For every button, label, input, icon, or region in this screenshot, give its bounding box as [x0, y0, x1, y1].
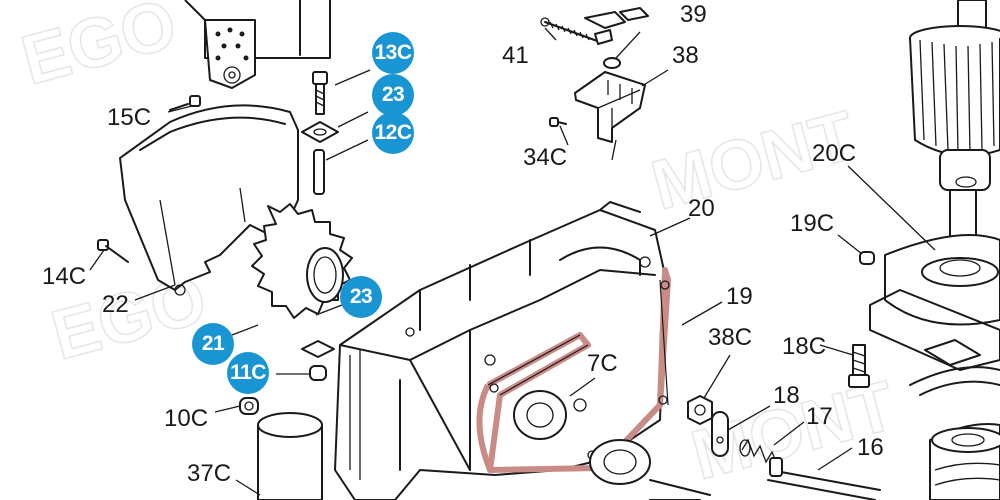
- screw-15c: [169, 95, 201, 111]
- label-18: 18: [773, 382, 800, 409]
- callout-13c: 13C: [372, 32, 414, 74]
- nut-10c: [239, 397, 259, 415]
- nut-11c: [309, 365, 327, 381]
- shaft-16: [767, 457, 881, 500]
- screw-13c: [312, 71, 328, 115]
- gasket-19: [476, 267, 671, 473]
- pin-18: [711, 411, 729, 457]
- screw-14c: [97, 239, 129, 263]
- label-16: 16: [857, 434, 884, 461]
- label-17: 17: [806, 403, 833, 430]
- label-19: 19: [726, 283, 753, 310]
- label-38: 38: [672, 42, 699, 69]
- clip-parts-top: [584, 7, 649, 45]
- label-14c: 14C: [42, 263, 87, 290]
- cover-22: [119, 104, 299, 296]
- spring-17: [739, 438, 779, 467]
- screw-34c: [549, 117, 567, 127]
- label-20: 20: [688, 195, 715, 222]
- gear-21: [251, 203, 353, 319]
- callout-23-top: 23: [372, 74, 414, 116]
- callout-23-bottom: 23: [340, 276, 382, 318]
- label-22: 22: [102, 291, 129, 318]
- label-39: 39: [680, 1, 707, 28]
- housing-20: [334, 201, 666, 500]
- label-10c: 10C: [164, 405, 209, 432]
- callout-12c: 12C: [372, 112, 414, 154]
- label-19c: 19C: [790, 210, 835, 237]
- seal-7c: [513, 390, 587, 440]
- label-20c: 20C: [812, 140, 857, 167]
- bracket-38: [574, 71, 646, 143]
- label-37c: 37C: [187, 460, 232, 487]
- callout-11c: 11C: [227, 352, 269, 394]
- washer-23-bottom: [301, 340, 335, 358]
- label-38c: 38C: [708, 324, 753, 351]
- label-7c: 7C: [587, 350, 618, 377]
- leader-lines: [89, 27, 936, 496]
- pin-12c: [313, 149, 325, 195]
- washer-23-top: [301, 121, 339, 143]
- svg-text:EGO: EGO: [14, 0, 184, 99]
- motor-rotor-20c: [869, 0, 1000, 500]
- nut-38c: [687, 395, 713, 425]
- nut-19c: [859, 251, 875, 265]
- callout-21: 21: [192, 323, 234, 365]
- label-15c: 15C: [107, 104, 152, 131]
- washer-39: [603, 57, 621, 69]
- cylinder-37c: [257, 412, 323, 500]
- label-34c: 34C: [523, 144, 568, 171]
- label-41: 41: [502, 42, 529, 69]
- spring-41: [540, 17, 601, 43]
- bolt-18c: [848, 344, 870, 388]
- label-18c: 18C: [782, 333, 827, 360]
- top-bracket: [184, 0, 331, 89]
- bottom-shaft: [589, 439, 711, 500]
